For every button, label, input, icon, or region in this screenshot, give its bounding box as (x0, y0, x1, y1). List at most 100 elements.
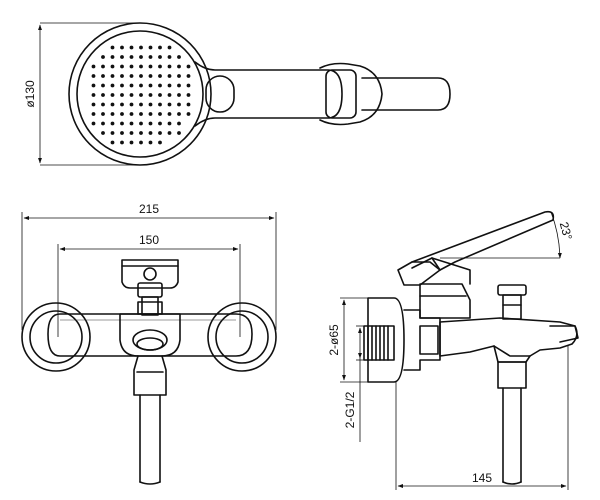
nozzle-dot (120, 140, 124, 145)
nozzle-dot (110, 74, 115, 78)
nozzle-dot (158, 83, 162, 88)
nozzle-dot (139, 93, 143, 97)
shower-holder (319, 62, 383, 126)
nozzle-dot (110, 131, 115, 135)
nozzle-dot (139, 121, 143, 126)
nozzle-dot (129, 93, 134, 97)
shower-holder-insert (325, 69, 357, 119)
nozzle-dot (91, 112, 96, 116)
nozzle-dot (186, 93, 191, 97)
diverter-stem (141, 296, 159, 316)
lever-base (397, 261, 441, 286)
nozzle-dot (101, 74, 105, 78)
nozzle-dot (91, 121, 96, 126)
angle-arc (550, 211, 562, 259)
nozzle-dot (148, 131, 153, 135)
nozzle-dot (177, 83, 181, 88)
hose-end (139, 481, 161, 485)
nozzle-dot (167, 55, 172, 59)
nozzle-dot (177, 64, 181, 69)
nozzle-dot (120, 121, 124, 126)
nozzle-dot (129, 55, 134, 59)
nozzle-dot (148, 102, 153, 107)
lever-detail (411, 257, 441, 271)
front-view: 215 150 (21, 202, 277, 485)
lever-handle-front (121, 259, 179, 289)
nozzle-dot (186, 74, 191, 78)
left-flange-inner (29, 310, 83, 364)
nozzle-dot (91, 102, 96, 107)
thread-connector (363, 325, 395, 361)
nozzle-dot (110, 93, 115, 97)
nozzle-dot (120, 55, 124, 59)
shower-outlet-body (497, 361, 527, 389)
spout-front (133, 355, 167, 396)
nozzle-dot (177, 121, 181, 126)
nozzle-dot (167, 102, 172, 107)
side-diverter-knob (497, 284, 527, 296)
nozzle-dot (120, 74, 124, 78)
nozzle-dot (139, 112, 143, 116)
lever-indicator (143, 267, 157, 281)
nozzle-dot (139, 102, 143, 107)
nozzle-dot (91, 74, 96, 78)
side-body-neck (403, 309, 441, 371)
side-flange (367, 297, 405, 383)
nozzle-dot (110, 83, 115, 88)
nozzle-dot (129, 74, 134, 78)
hand-shower-view: ø130 (23, 22, 451, 166)
nozzle-dot (148, 74, 153, 78)
nozzle-dot (167, 112, 172, 116)
nozzle-dot (158, 74, 162, 78)
diverter-knob (137, 282, 163, 298)
lever-arm (411, 210, 555, 271)
left-flange (21, 302, 91, 372)
dim-overall-width: 215 (139, 202, 159, 216)
nozzle-dot (91, 93, 96, 97)
thread-lines (367, 325, 389, 361)
nozzle-dot (167, 93, 172, 97)
nozzle-dot (186, 64, 191, 69)
lever-front (431, 257, 471, 285)
nozzle-dot (120, 93, 124, 97)
nozzle-dot (158, 112, 162, 116)
side-nut (419, 325, 439, 355)
nozzle-dot (186, 112, 191, 116)
nozzle-dot (148, 55, 153, 59)
nozzle-dot (167, 74, 172, 78)
nozzle-dot (139, 74, 143, 78)
nozzle-dot (101, 83, 105, 88)
nozzle-dot (177, 102, 181, 107)
dim-flange-diameter: 2-ø65 (327, 324, 341, 356)
nozzle-dot (167, 83, 172, 88)
nozzle-dot (177, 55, 181, 59)
nozzle-dot (101, 112, 105, 116)
nozzle-dot (129, 64, 134, 69)
right-flange-inner (215, 310, 269, 364)
nozzle-dot (158, 131, 162, 135)
nozzle-dot (148, 83, 153, 88)
nozzle-dot (158, 102, 162, 107)
nozzle-dot (129, 131, 134, 135)
nozzle-dot (110, 64, 115, 69)
dim-lever-angle: 23° (557, 220, 575, 241)
nozzle-dot (110, 112, 115, 116)
nozzle-dot (91, 64, 96, 69)
nozzle-dot (120, 45, 124, 50)
nozzle-dot (158, 64, 162, 69)
nozzle-dot (139, 131, 143, 135)
nozzle-dot (177, 74, 181, 78)
nozzle-dot (167, 131, 172, 135)
nozzle-dot (158, 121, 162, 126)
side-diverter-stem (502, 294, 522, 320)
nozzle-dot (139, 55, 143, 59)
shower-nozzles (91, 45, 191, 145)
nozzle-dot (158, 93, 162, 97)
nozzle-dot (139, 64, 143, 69)
nozzle-dot (120, 112, 124, 116)
right-flange (207, 302, 277, 372)
dim-head-diameter: ø130 (23, 80, 37, 108)
dim-inlet-spacing: 150 (139, 233, 159, 247)
nozzle-dot (110, 45, 115, 50)
side-view: 23° 2-ø65 2-G1/2 145 (327, 210, 579, 490)
